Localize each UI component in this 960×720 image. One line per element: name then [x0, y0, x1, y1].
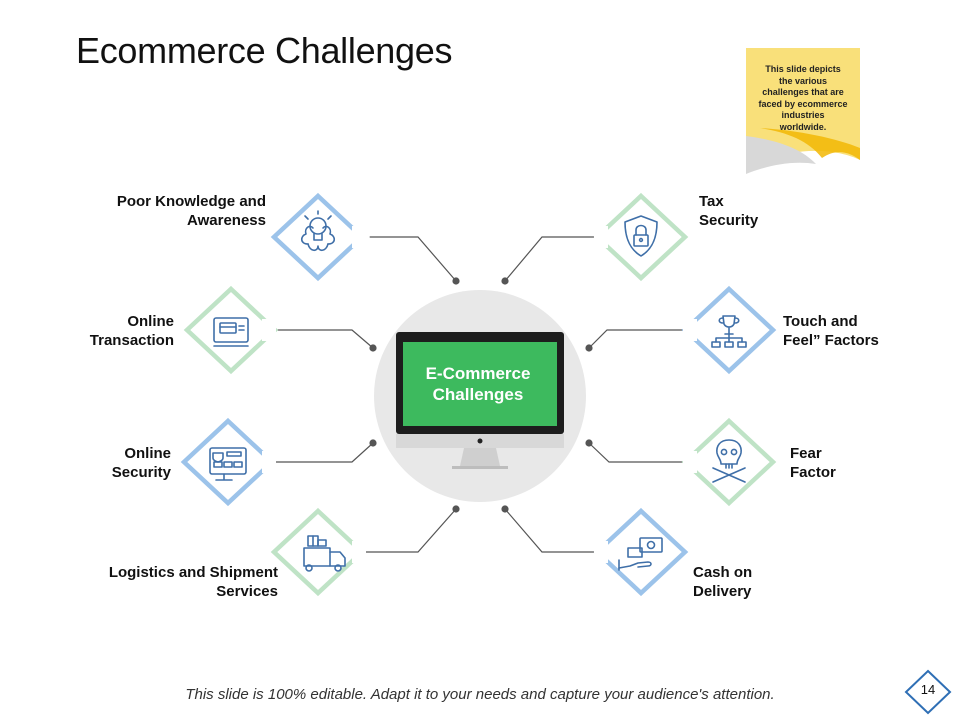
card-screen-icon: [213, 317, 249, 347]
page-number-frame: [904, 669, 952, 715]
diamond-online-transaction: [183, 285, 279, 375]
connector-logistics: [362, 508, 457, 553]
brain-bulb-icon: [300, 210, 336, 252]
label-logistics: Logistics and Shipment Services: [108, 564, 278, 600]
diamond-tax-security: [593, 192, 689, 282]
footer-note: This slide is 100% editable. Adapt it to…: [185, 686, 775, 703]
connector-cash-delivery: [504, 508, 597, 553]
trophy-network-icon: [711, 315, 747, 348]
diamond-cash-delivery: [593, 507, 689, 597]
sticky-note-text: This slide depicts the various challenge…: [758, 64, 848, 132]
diamond-logistics: [270, 507, 366, 597]
monitor-icon: [396, 332, 564, 469]
cash-hand-icon: [618, 537, 663, 571]
label-fear-factor: Fear Factor: [790, 445, 836, 481]
label-cash-delivery: Cash on Delivery: [693, 564, 753, 600]
delivery-truck-icon: [303, 535, 346, 572]
label-online-security: Online Security: [111, 445, 171, 481]
diamond-fear-factor: [681, 417, 777, 507]
label-touch-feel: Touch and Feel” Factors: [783, 313, 879, 349]
connector-touch-feel: [588, 329, 688, 349]
center-label: E-Commerce Challenges: [425, 364, 531, 404]
connector-fear-factor: [588, 442, 688, 463]
slide-title: Ecommerce Challenges: [76, 30, 453, 71]
diamond-online-security: [180, 417, 276, 507]
shield-lock-icon: [624, 215, 658, 257]
connector-online-security: [272, 442, 374, 463]
skull-crossbones-icon: [712, 439, 746, 483]
connector-poor-knowledge: [362, 236, 457, 282]
label-tax-security: Tax Security: [699, 193, 759, 229]
diamond-touch-feel: [681, 285, 777, 375]
page-number-text: 14: [920, 682, 936, 697]
label-online-transaction: Online Transaction: [89, 313, 174, 349]
connector-lines: [262, 236, 688, 553]
connector-online-transaction: [262, 329, 374, 349]
connector-tax-security: [504, 236, 597, 282]
page-number: 14: [904, 668, 952, 716]
secure-monitor-icon: [209, 447, 247, 481]
diamond-poor-knowledge: [265, 188, 371, 286]
label-poor-knowledge: Poor Knowledge and Awareness: [116, 193, 266, 229]
sticky-note: This slide depicts the various challenge…: [746, 48, 860, 174]
connector-dots: [369, 277, 593, 513]
